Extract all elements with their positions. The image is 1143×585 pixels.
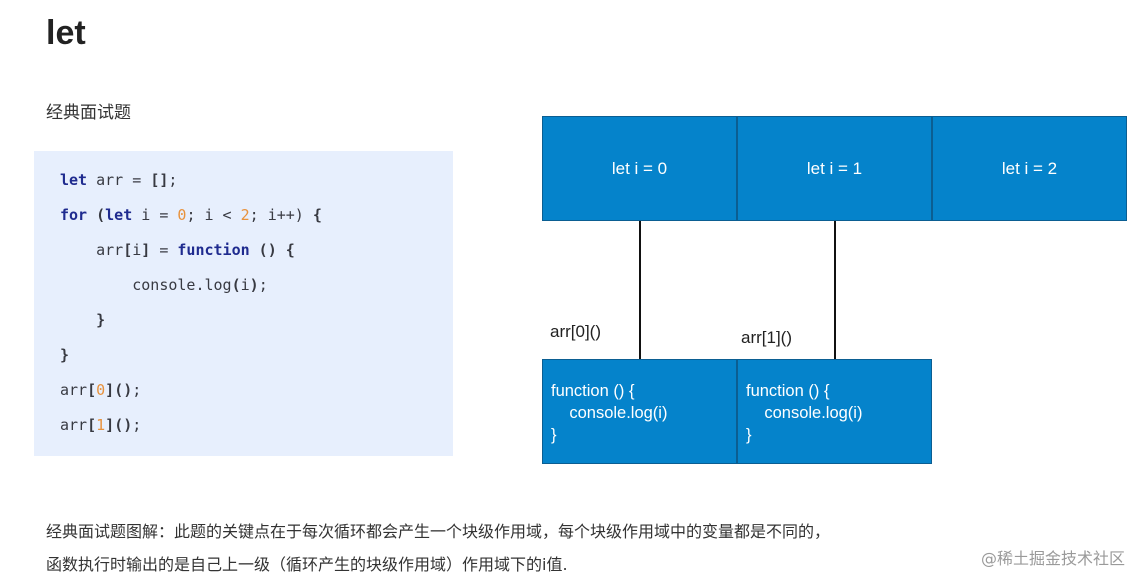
code-line-6: } — [60, 346, 69, 364]
connector-line-1 — [834, 221, 836, 359]
code-number: 0 — [96, 381, 106, 399]
code-paren: () — [114, 416, 133, 434]
scope-box-2: let i = 2 — [932, 116, 1127, 221]
function-line: console.log(i) — [551, 404, 668, 422]
scope-label: let i = 0 — [611, 158, 668, 178]
code-bracket: [] — [150, 171, 169, 189]
code-text: ; — [168, 171, 178, 189]
code-text: ; i < — [186, 206, 241, 224]
function-line: function () { — [746, 382, 830, 400]
code-text: arr — [60, 416, 88, 434]
code-text: i — [132, 241, 142, 259]
code-brace: { — [285, 241, 295, 259]
code-text: arr — [60, 241, 124, 259]
code-paren: () — [249, 241, 286, 259]
code-bracket: [ — [87, 416, 97, 434]
code-keyword: for — [60, 206, 88, 224]
code-bracket: [ — [87, 381, 97, 399]
connector-line-0 — [639, 221, 641, 359]
code-text: ; — [132, 381, 142, 399]
scope-label: let i = 2 — [1001, 158, 1058, 178]
code-number: 2 — [240, 206, 250, 224]
scope-box-0: let i = 0 — [542, 116, 737, 221]
code-line-4: console.log(i); — [60, 276, 268, 294]
function-line: console.log(i) — [746, 404, 863, 422]
code-text: ; i++) — [249, 206, 313, 224]
code-number: 0 — [177, 206, 187, 224]
scope-box-1: let i = 1 — [737, 116, 932, 221]
description-line-2: 函数执行时输出的是自己上一级（循环产生的块级作用域）作用域下的i值. — [46, 555, 568, 574]
code-text: = — [150, 241, 178, 259]
code-brace: { — [312, 206, 322, 224]
code-text: ; — [258, 276, 268, 294]
function-box-0: function () { console.log(i)} — [542, 359, 737, 464]
code-paren: () — [114, 381, 133, 399]
page-title: let — [46, 14, 86, 52]
watermark: @稀土掘金技术社区 — [980, 549, 1125, 568]
code-text: ; — [132, 416, 142, 434]
code-text: i = — [132, 206, 178, 224]
code-line-7: arr[0](); — [60, 381, 141, 399]
function-line: function () { — [551, 382, 635, 400]
scope-label: let i = 1 — [806, 158, 863, 178]
code-keyword: function — [177, 241, 250, 259]
function-box-1: function () { console.log(i)} — [737, 359, 932, 464]
code-text: i — [240, 276, 250, 294]
code-paren: ( — [231, 276, 241, 294]
call-label-0: arr[0]() — [550, 322, 601, 341]
code-paren: ) — [249, 276, 259, 294]
code-text: arr — [60, 381, 88, 399]
function-line: } — [746, 426, 752, 444]
code-line-8: arr[1](); — [60, 416, 141, 434]
code-keyword: let — [105, 206, 133, 224]
code-block: let arr = []; for (let i = 0; i < 2; i++… — [34, 151, 453, 456]
code-line-5: } — [60, 311, 105, 329]
description-line-1: 经典面试题图解：此题的关键点在于每次循环都会产生一个块级作用域，每个块级作用域中… — [46, 522, 831, 541]
code-bracket: ] — [141, 241, 151, 259]
code-paren: ( — [87, 206, 106, 224]
code-line-2: for (let i = 0; i < 2; i++) { — [60, 206, 322, 224]
call-label-1: arr[1]() — [741, 328, 792, 347]
code-bracket: ] — [105, 416, 115, 434]
code-brace: } — [60, 346, 70, 364]
code-brace: } — [60, 311, 106, 329]
code-bracket: ] — [105, 381, 115, 399]
function-line: } — [551, 426, 557, 444]
section-subtitle: 经典面试题 — [46, 103, 131, 123]
code-line-1: let arr = []; — [60, 171, 177, 189]
code-line-3: arr[i] = function () { — [60, 241, 295, 259]
code-bracket: [ — [123, 241, 133, 259]
code-text: arr = — [87, 171, 151, 189]
code-keyword: let — [60, 171, 88, 189]
code-text: console.log — [60, 276, 232, 294]
code-number: 1 — [96, 416, 106, 434]
